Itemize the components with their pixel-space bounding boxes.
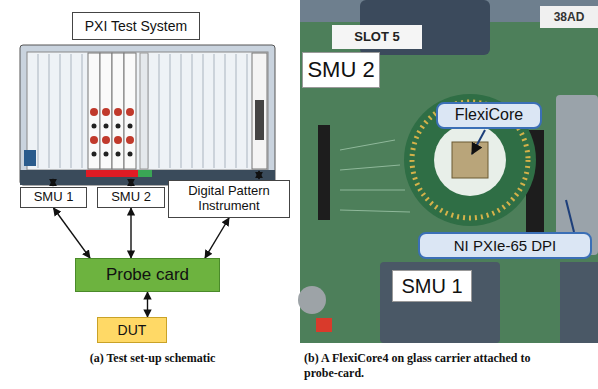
node-text: Digital Pattern Instrument xyxy=(169,184,289,214)
node-text: DUT xyxy=(118,322,147,338)
module xyxy=(140,53,148,169)
sticker xyxy=(332,25,422,49)
chassis-bay xyxy=(27,52,268,170)
node-text: FlexiCore xyxy=(455,106,523,124)
cable xyxy=(298,286,326,314)
chassis-arrow xyxy=(258,171,259,179)
node-text: SMU 2 xyxy=(307,57,374,82)
smu-module xyxy=(100,53,112,169)
callout-box: SMU 1 xyxy=(392,270,472,302)
dpi-port xyxy=(255,100,264,140)
instrument-box: SMU 1 xyxy=(20,187,87,208)
leader-line xyxy=(566,200,574,232)
instrument-box: Digital Pattern Instrument xyxy=(168,180,290,218)
probe-card-box: Probe card xyxy=(75,258,220,292)
node-text: SMU 1 xyxy=(34,190,74,205)
traces xyxy=(340,140,410,212)
chassis-arrow xyxy=(52,179,53,186)
pxi-chassis xyxy=(20,45,275,185)
bottom-connector xyxy=(560,262,598,343)
smu-module xyxy=(124,53,136,169)
chassis-arrow xyxy=(130,179,131,186)
node-text: SMU 2 xyxy=(111,190,151,205)
terminals xyxy=(92,124,133,157)
probe-card-photo xyxy=(298,0,598,343)
red-bar xyxy=(86,170,138,177)
green-bar xyxy=(138,170,152,177)
node-text: PXI Test System xyxy=(85,18,187,34)
node-text: Probe card xyxy=(106,265,189,285)
leader-line xyxy=(472,130,485,154)
header-left xyxy=(318,125,330,220)
glass-window xyxy=(434,124,506,196)
photo-text: SLOT 5 xyxy=(336,29,418,45)
chassis-body xyxy=(20,45,275,185)
red-tag xyxy=(316,318,332,332)
callout-box: SMU 2 xyxy=(302,52,380,88)
side-connector xyxy=(556,95,598,255)
probe-area xyxy=(404,94,536,226)
logo xyxy=(24,150,36,166)
pcb xyxy=(300,0,598,343)
slot-lines xyxy=(38,54,247,168)
flexicore-chip xyxy=(452,142,488,178)
bottom-connector xyxy=(380,262,500,343)
callout-box: FlexiCore xyxy=(436,102,542,129)
connector-arrow xyxy=(205,218,229,258)
pad-ring xyxy=(412,102,528,218)
callout-box: NI PXIe-65 DPI xyxy=(418,232,592,259)
subcaption: (b) A FlexiCore4 on glass carrier attach… xyxy=(304,351,539,381)
sticker xyxy=(540,6,598,28)
node-text: NI PXIe-65 DPI xyxy=(454,237,557,254)
connector-arrow xyxy=(54,208,91,258)
dut-box: DUT xyxy=(97,317,167,343)
connector-arrow xyxy=(130,208,131,258)
system-box: PXI Test System xyxy=(72,12,200,40)
controller-module xyxy=(252,53,267,169)
terminals xyxy=(90,108,134,144)
connector-arrow xyxy=(147,292,148,317)
photo-text: 38AD xyxy=(542,10,596,25)
smu-module xyxy=(88,53,100,169)
instrument-box: SMU 2 xyxy=(97,187,165,208)
node-text: SMU 1 xyxy=(401,275,462,298)
smu-module xyxy=(112,53,124,169)
subcaption: (a) Test set-up schematic xyxy=(30,351,275,366)
